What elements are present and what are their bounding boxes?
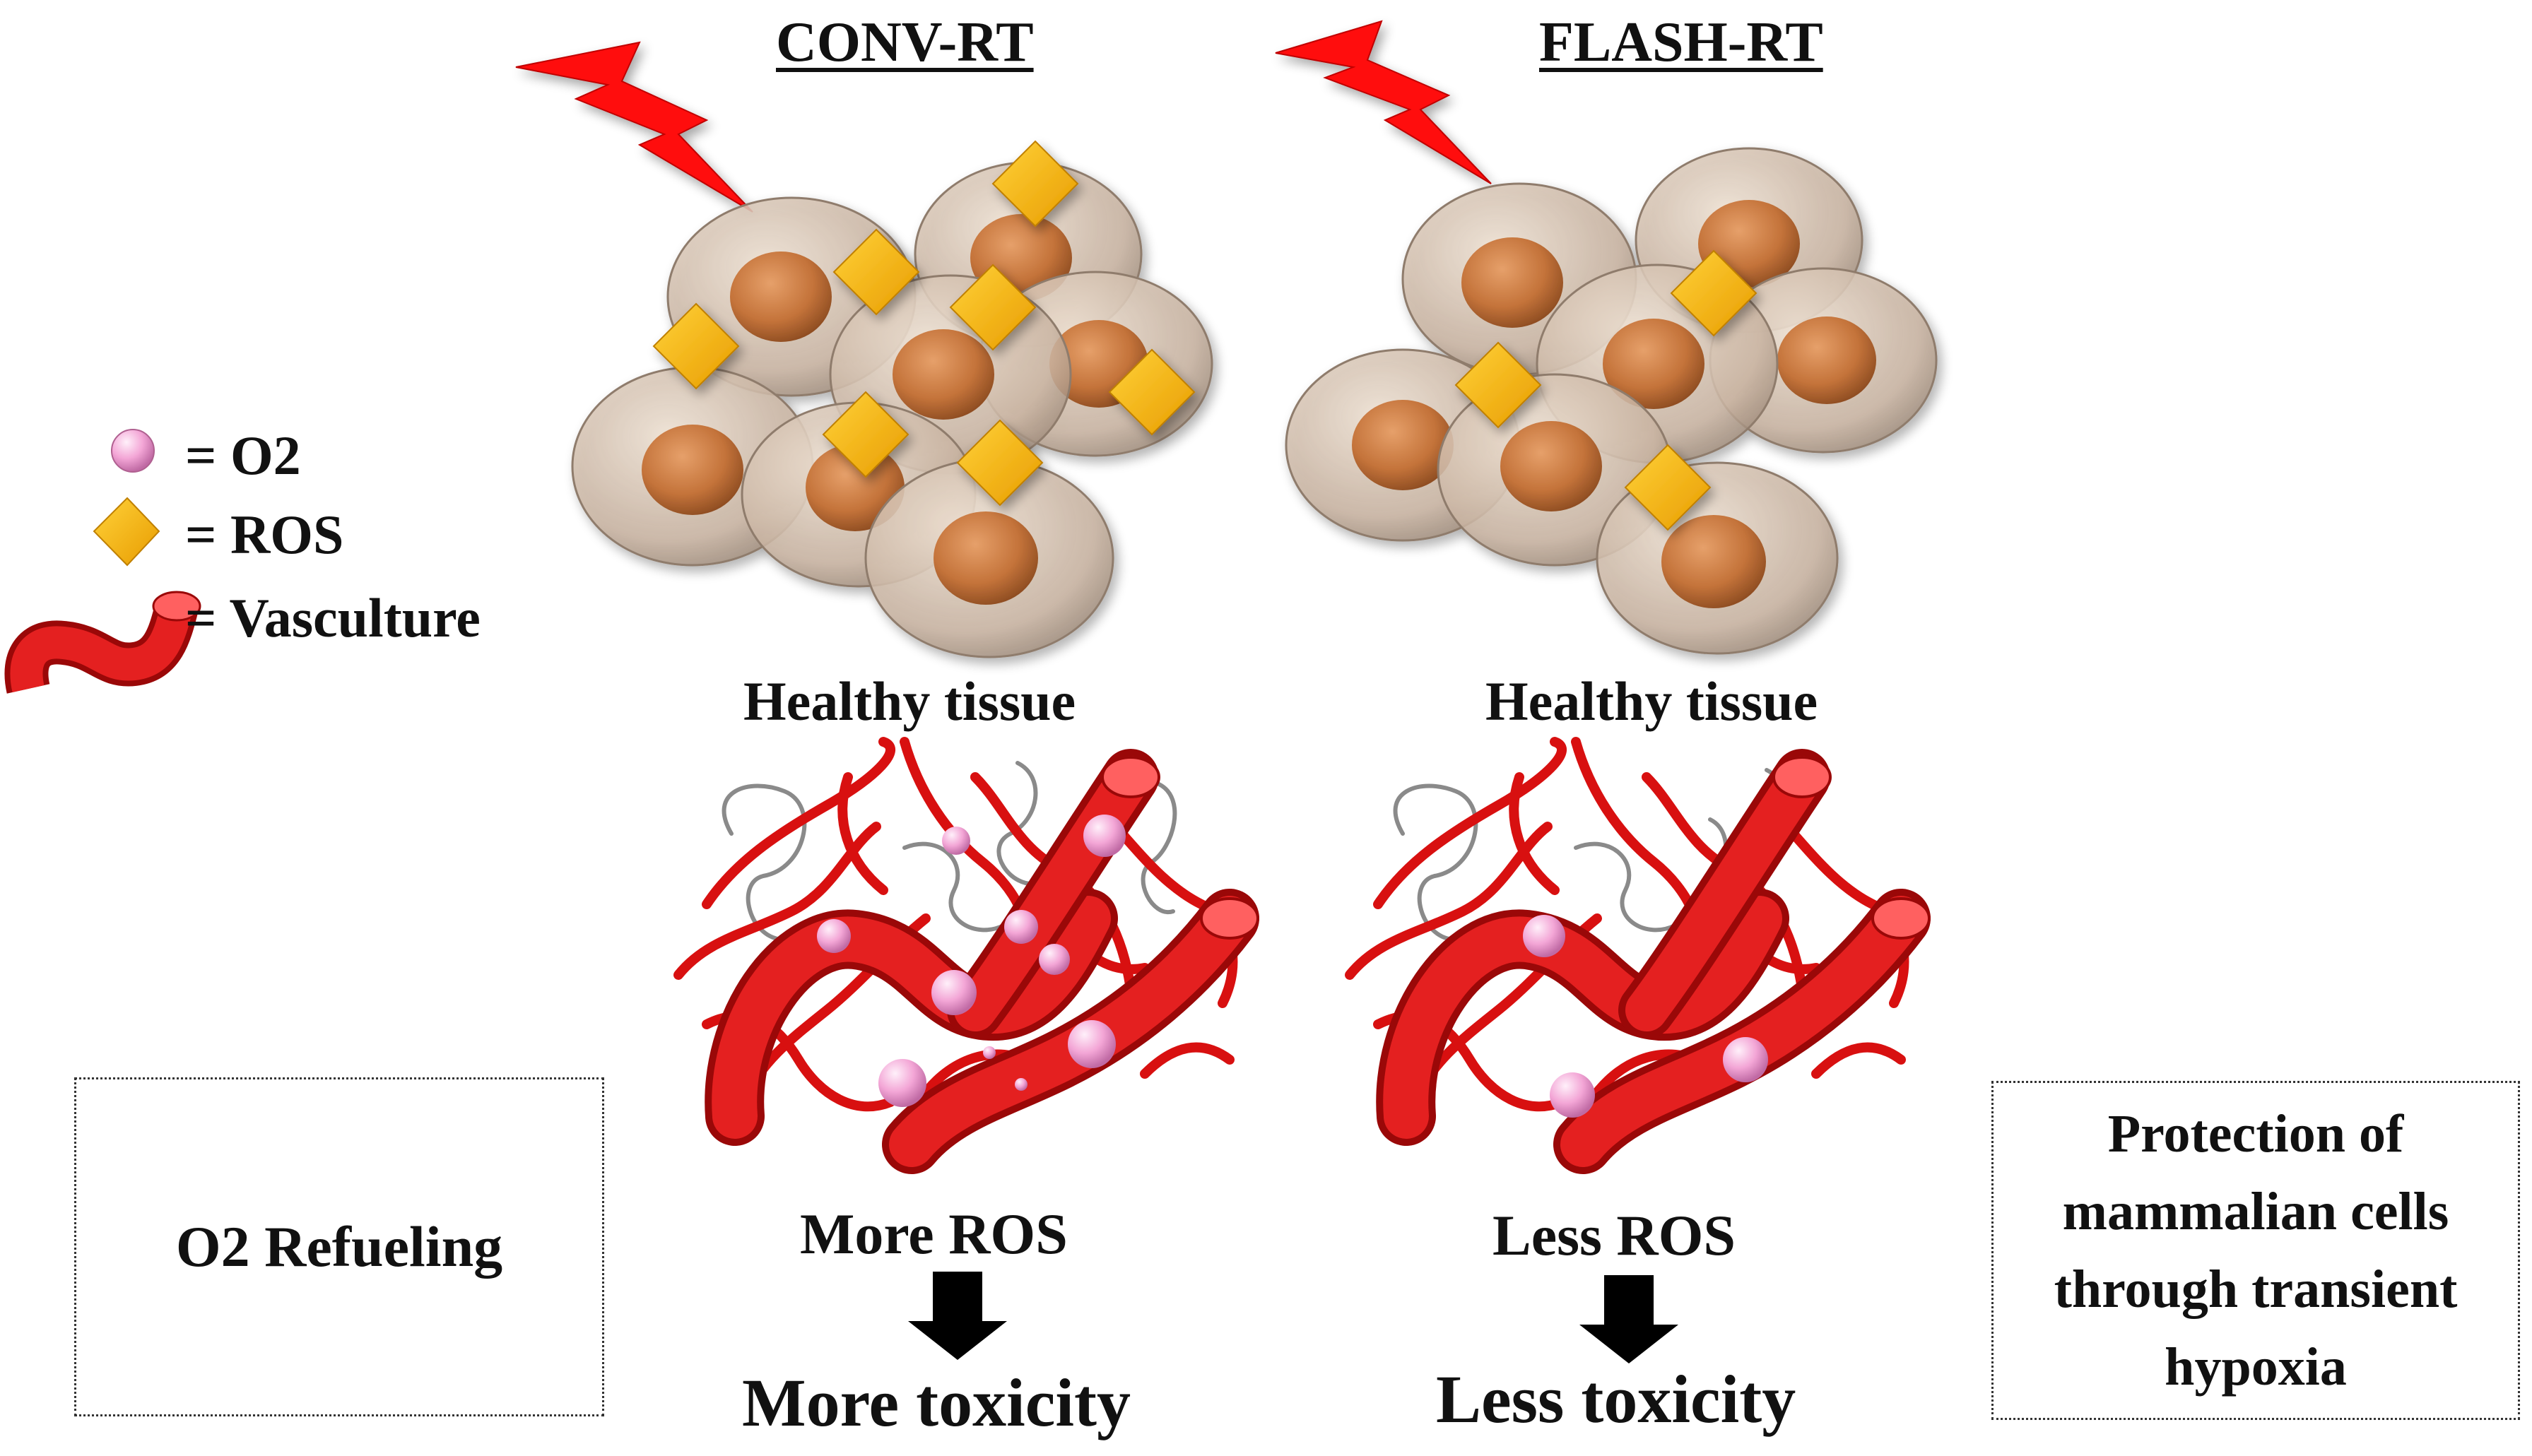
o2-sphere-icon [931,970,977,1015]
conv-ros-level-label: More ROS [800,1202,1068,1266]
o2-sphere-icon [1723,1037,1768,1082]
flash-ros-level-label: Less ROS [1492,1203,1736,1267]
protection-text: Protection of mammalian cells through tr… [2054,1095,2458,1407]
lightning-conv-icon [515,41,753,213]
conv-cell-cluster [571,161,1213,658]
o2-sphere-icon [1015,1078,1027,1091]
protection-line-4: hypoxia [2165,1337,2347,1397]
flash-ros-markers [1454,249,1757,531]
flash-rt-title: FLASH-RT [1539,11,1823,73]
o2-sphere-icon [983,1046,996,1059]
o2-sphere-icon [1068,1020,1116,1068]
flash-o2-spheres [1523,915,1768,1118]
ros-diamond-icon [1108,348,1196,436]
protection-line-3: through transient [2054,1260,2458,1319]
legend-vasculature-label: = Vasculture [185,587,481,649]
flash-vasculature [1345,737,1931,1174]
o2-refueling-label: O2 Refueling [175,1214,503,1279]
legend-vessel-icon [4,591,201,694]
o2-sphere-icon [1039,944,1070,975]
o2-sphere-icon [1004,910,1038,944]
protection-line-1: Protection of [2107,1103,2404,1164]
o2-sphere-icon [817,919,851,953]
o2-refueling-box: O2 Refueling [74,1077,604,1416]
o2-sphere-icon [1550,1072,1595,1118]
lightning-flash-icon [1275,20,1492,184]
conv-ros-markers [652,140,1196,507]
ros-diamond-icon [949,264,1037,351]
conv-vasculature [673,737,1259,1174]
ros-diamond-icon [1670,249,1757,337]
legend-ros-icon [93,497,160,567]
ros-diamond-icon [832,228,920,316]
ros-diamond-icon [1454,341,1542,429]
ros-diamond-icon [1624,444,1712,531]
down-arrow-flash-icon [1579,1275,1678,1363]
protection-line-2: mammalian cells [2062,1181,2449,1241]
ros-diamond-icon [822,391,909,478]
o2-sphere-icon [1083,815,1126,857]
conv-o2-spheres [817,815,1126,1107]
conv-rt-title: CONV-RT [776,11,1034,73]
flash-cell-cluster [1285,147,1938,655]
ros-diamond-icon [956,419,1044,507]
o2-sphere-icon [1523,915,1565,957]
legend-ros-label: = ROS [185,504,344,565]
ros-diamond-icon [652,302,740,390]
o2-sphere-icon [942,827,970,855]
legend-o2-icon [111,429,155,473]
down-arrow-conv-icon [908,1272,1007,1360]
flash-healthy-tissue-label: Healthy tissue [1485,670,1818,732]
conv-healthy-tissue-label: Healthy tissue [743,670,1076,732]
flash-toxicity-label: Less toxicity [1436,1361,1796,1437]
o2-sphere-icon [878,1059,926,1107]
ros-diamond-icon [991,140,1079,227]
legend-o2-label: = O2 [185,425,301,486]
conv-toxicity-label: More toxicity [742,1365,1131,1440]
protection-box: Protection of mammalian cells through tr… [1991,1081,2520,1420]
